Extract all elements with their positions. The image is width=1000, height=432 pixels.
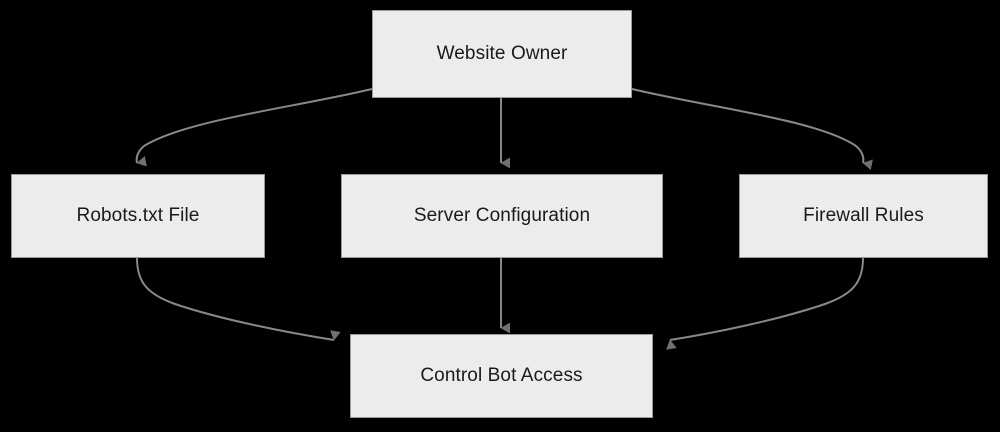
node-firewall-rules[interactable]: Firewall Rules bbox=[739, 174, 988, 258]
node-firewall-rules-label: Firewall Rules bbox=[803, 204, 924, 226]
edge-robots-txt-to-control-bot bbox=[136, 257, 341, 341]
edge-website-owner-to-robots-txt bbox=[135, 88, 373, 167]
edge-firewall-rules-to-control-bot bbox=[666, 257, 864, 350]
node-website-owner-label: Website Owner bbox=[436, 42, 568, 64]
node-robots-txt-file[interactable]: Robots.txt File bbox=[11, 174, 265, 258]
node-control-bot-access-label: Control Bot Access bbox=[420, 364, 583, 386]
node-server-configuration[interactable]: Server Configuration bbox=[341, 174, 663, 258]
node-robots-txt-file-label: Robots.txt File bbox=[76, 204, 200, 226]
node-server-configuration-label: Server Configuration bbox=[413, 204, 591, 226]
node-website-owner[interactable]: Website Owner bbox=[372, 10, 632, 98]
node-control-bot-access[interactable]: Control Bot Access bbox=[350, 334, 653, 418]
edge-website-owner-to-firewall-rules bbox=[631, 88, 873, 171]
